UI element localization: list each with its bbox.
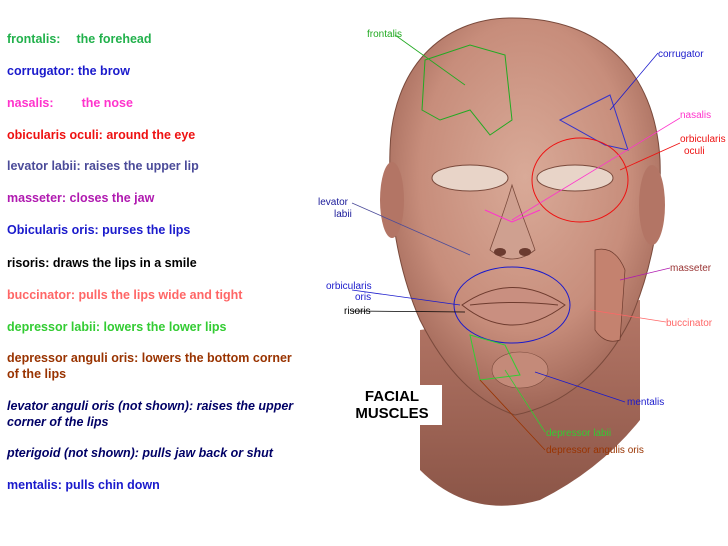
label-depressor-anguli: depressor angulis oris [546,445,644,456]
legend-nasalis: nasalis: the nose [7,96,133,110]
label-frontalis: frontalis [367,29,402,40]
label-orbicularis-oculi-line2: oculi [684,146,705,157]
legend-corrugator: corrugator: the brow [7,64,130,78]
legend-depressor-anguli-oris: depressor anguli oris: lowers the bottom… [7,350,307,382]
label-risoris: risoris [344,306,371,317]
label-levator-line2: labii [334,209,352,220]
label-depressor-labii: depressor labii [546,428,611,439]
legend-frontalis: frontalis: the forehead [7,32,152,46]
legend-nasalis-desc: the nose [82,96,133,110]
diagram-title-line2: MUSCLES [355,405,428,422]
facial-muscles-diagram: frontalis corrugator nasalis orbicularis… [318,0,728,546]
legend-orbicularis-oris: Obicularis oris: purses the lips [7,223,190,237]
legend-risoris: risoris: draws the lips in a smile [7,256,197,270]
ear-right [639,165,665,245]
legend-mentalis: mentalis: pulls chin down [7,478,160,492]
label-buccinator: buccinator [666,318,713,329]
ear-left [380,162,404,238]
eye-left [432,165,508,191]
nostril-right [519,248,531,256]
label-masseter: masseter [670,263,712,274]
legend-frontalis-name: frontalis: [7,32,60,46]
legend-orbicularis-oculi: obicularis oculi: around the eye [7,128,195,142]
masseter-muscle [595,249,625,341]
diagram-title-line1: FACIAL [365,388,419,405]
label-mentalis: mentalis [627,397,664,408]
legend-frontalis-desc: the forehead [76,32,151,46]
label-orbicularis-oris-line2: oris [355,292,371,303]
label-nasalis: nasalis [680,110,711,121]
legend-masseter: masseter: closes the jaw [7,191,154,205]
label-levator-line1: levator [318,197,349,208]
label-orbicularis-oculi-line1: orbicularis [680,134,726,145]
legend-buccinator: buccinator: pulls the lips wide and tigh… [7,288,242,302]
eye-right [537,165,613,191]
legend-nasalis-name: nasalis: [7,96,54,110]
legend-pterigoid: pterigoid (not shown): pulls jaw back or… [7,446,273,460]
legend-levator-anguli-oris: levator anguli oris (not shown): raises … [7,398,307,430]
label-orbicularis-oris-line1: orbicularis [326,281,372,292]
chin-shape [492,352,548,388]
nostril-left [494,248,506,256]
label-corrugator: corrugator [658,49,704,60]
legend-levator-labii: levator labii: raises the upper lip [7,159,199,173]
legend-depressor-labii: depressor labii: lowers the lower lips [7,320,227,334]
